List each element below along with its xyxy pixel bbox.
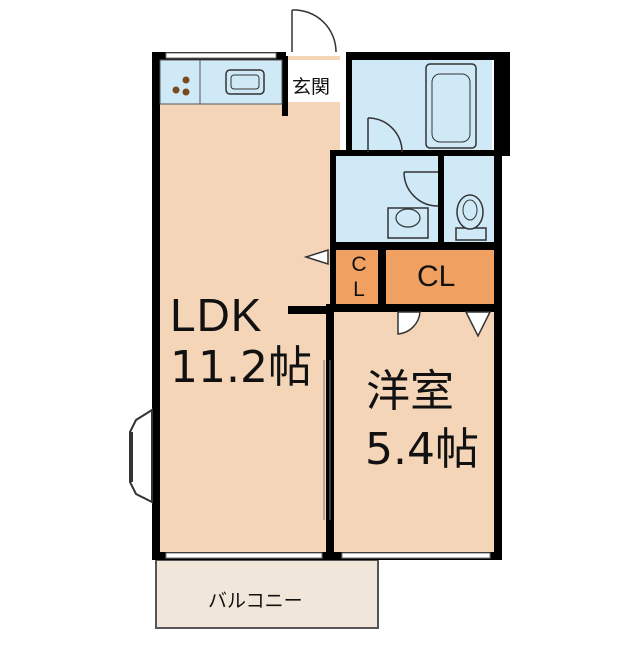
- sink-icon: [225, 69, 265, 95]
- bathroom-door: [367, 117, 403, 153]
- closet-small-label-line2: L: [353, 278, 365, 302]
- closet-small-label-line1: C: [351, 253, 367, 276]
- entrance-door: [291, 9, 337, 53]
- balcony: [155, 559, 379, 629]
- bay-window: [129, 408, 153, 504]
- stove-icon: [172, 76, 190, 96]
- closet-large-label: CL: [417, 260, 456, 293]
- closet-small: [336, 250, 378, 306]
- ldk-size: 11.2帖: [170, 342, 312, 393]
- closet-large: [386, 250, 498, 306]
- western-room-label: 洋室: [366, 366, 454, 417]
- balcony-label: バルコニー: [208, 590, 303, 612]
- western-room-size: 5.4帖: [365, 424, 479, 475]
- ldk-label: LDK: [170, 289, 263, 341]
- washbasin-icon: [387, 207, 429, 239]
- bathtub-icon: [425, 63, 477, 149]
- entrance-label: 玄関: [292, 76, 331, 98]
- closet-door-marker: [464, 311, 492, 338]
- toilet-door: [403, 171, 439, 207]
- toilet-icon: [455, 194, 487, 241]
- windows: [165, 52, 491, 559]
- closet-small-label: C L: [348, 252, 370, 302]
- entrance-floor: [288, 60, 352, 102]
- closet-small-door-marker: [303, 248, 329, 266]
- western-room-door: [397, 311, 421, 335]
- kitchen-counter: [159, 59, 283, 105]
- western-room-floor: [334, 310, 500, 556]
